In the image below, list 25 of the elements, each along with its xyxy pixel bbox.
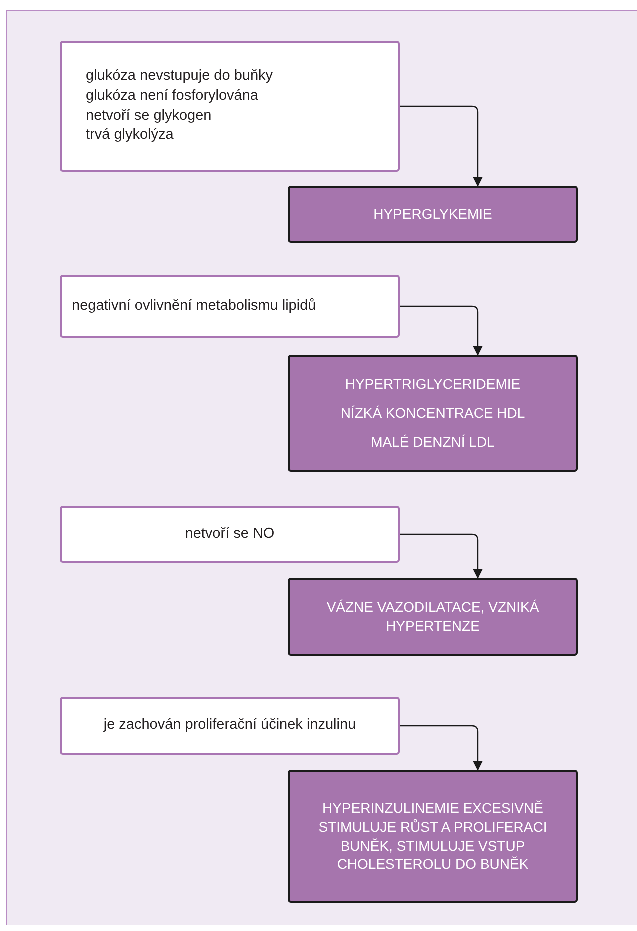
result-text: NÍZKÁ KONCENTRACE HDL bbox=[340, 404, 526, 423]
result-text: HYPERTRIGLYCERIDEMIE bbox=[345, 375, 521, 394]
arrow bbox=[400, 725, 483, 771]
cause-text: glukóza není fosforylována bbox=[86, 86, 260, 106]
result-text: VÁZNE VAZODILATACE, VZNIKÁ HYPERTENZE bbox=[326, 598, 540, 636]
cause-box bbox=[60, 506, 400, 563]
cause-box bbox=[60, 275, 400, 338]
cause-text: negativní ovlivnění metabolismu lipidů bbox=[72, 296, 318, 316]
cause-text: trvá glykolýza bbox=[86, 126, 175, 146]
arrow bbox=[400, 106, 483, 187]
cause-text: netvoří se NO bbox=[184, 524, 276, 544]
result-text: MALÉ DENZNÍ LDL bbox=[371, 432, 495, 452]
cause-text: netvoří se glykogen bbox=[86, 106, 213, 126]
cause-box bbox=[60, 697, 400, 755]
result-box bbox=[288, 355, 578, 472]
result-text: HYPERGLYKEMIE bbox=[374, 205, 492, 224]
arrow bbox=[400, 534, 483, 579]
result-box bbox=[288, 770, 578, 903]
result-box bbox=[288, 578, 578, 656]
result-box bbox=[288, 186, 578, 243]
cause-text: je zachován proliferační účinek inzulinu bbox=[102, 716, 358, 736]
cause-box bbox=[60, 41, 400, 172]
arrow bbox=[400, 306, 483, 356]
result-text: HYPERINZULINEMIE EXCESIVNĚ STIMULUJE RŮST A PROLIFERACI BUNĚK, STIMULUJE VSTUP CHOLESTEROLU DO BUNĚK bbox=[318, 798, 548, 874]
cause-text: glukóza nevstupuje do buňky bbox=[86, 67, 274, 86]
